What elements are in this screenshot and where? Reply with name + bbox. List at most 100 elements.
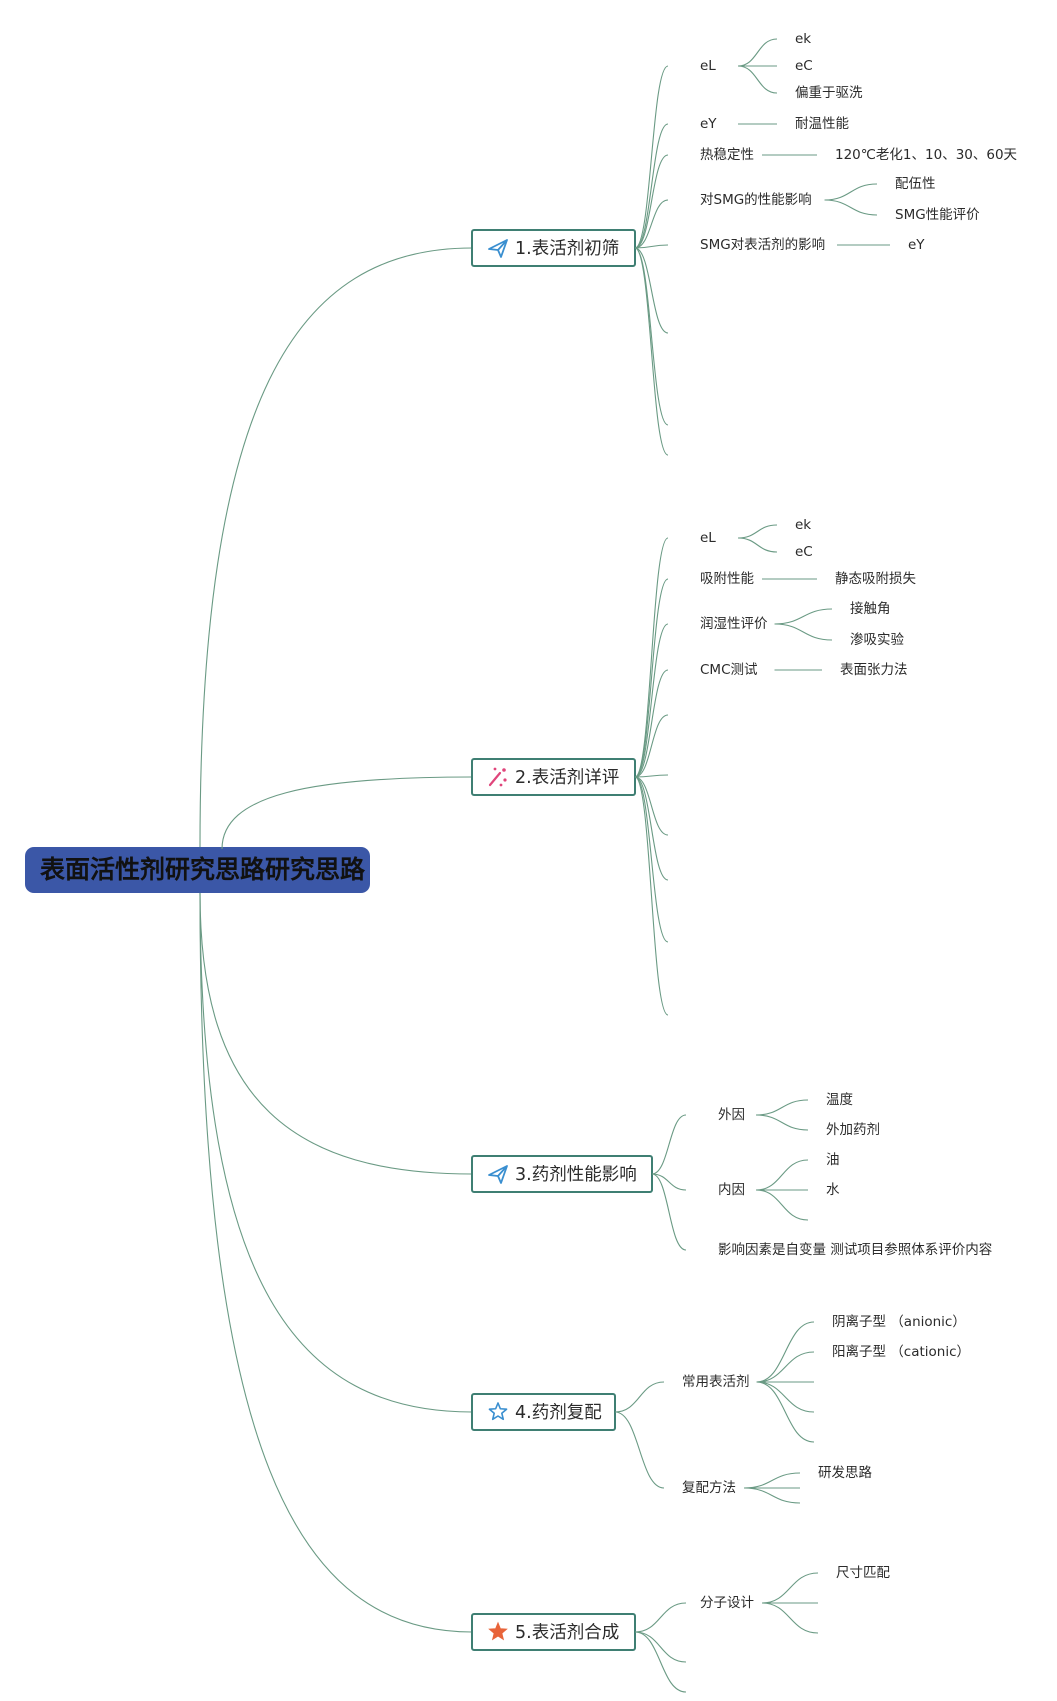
branch-3-label: 3.药剂性能影响	[515, 1165, 637, 1185]
leaf-label: 120℃老化1、10、30、60天	[835, 147, 1018, 163]
branch-2-child-7-edge	[634, 776, 669, 836]
branch-4-child-1-edge	[614, 1381, 665, 1413]
branch-1-child-1-label: eL	[700, 58, 716, 74]
leaf-label: 表面张力法	[840, 662, 908, 678]
branch-1-child-3-label: 热稳定性	[700, 147, 754, 163]
branch-2-child-8-edge	[634, 776, 669, 881]
root-node[interactable]	[25, 847, 370, 893]
branch-2-child-3-edge	[634, 623, 669, 778]
branch-1-child-5-edge	[634, 244, 669, 249]
sparkle-icon	[488, 767, 507, 787]
branch-1-child-1-edge	[634, 65, 669, 249]
star-filled-icon	[488, 1621, 508, 1641]
root-to-branch-5-edge	[199, 892, 473, 1633]
leaf-label: eC	[795, 544, 813, 560]
leaf-label: SMG性能评价	[895, 207, 980, 223]
leaf-connector-edge	[755, 1099, 809, 1116]
branch-2-child-1-edge	[634, 537, 669, 778]
branch-1-label: 1.表活剂初筛	[515, 239, 619, 259]
leaf-connector-edge	[761, 1602, 819, 1634]
leaf-connector-edge	[737, 537, 778, 553]
branch-4-child-1-label: 常用表活剂	[682, 1374, 750, 1390]
leaf-label: 研发思路	[818, 1465, 872, 1481]
leaf-connector-edge	[737, 524, 778, 539]
root-to-branch-4-edge	[199, 892, 473, 1413]
leaf-label: ek	[795, 31, 811, 47]
root-to-branch-2-edge	[221, 776, 473, 850]
branch-3-child-3-label: 影响因素是自变量 测试项目参照体系评价内容	[718, 1241, 992, 1258]
leaf-connector-edge	[743, 1472, 801, 1489]
leaf-label: 外加药剂	[826, 1122, 880, 1138]
branch-2-child-9-edge	[634, 776, 669, 943]
branch-2-child-6-edge	[634, 774, 669, 778]
leaf-label: 阳离子型 （cationic）	[832, 1343, 970, 1360]
leaf-connector-edge	[761, 1572, 819, 1604]
leaf-label: 接触角	[850, 600, 891, 617]
leaf-label: 配伍性	[895, 176, 936, 192]
root-node-label: 表面活性剂研究思路研究思路	[40, 855, 366, 884]
leaf-label: 油	[826, 1152, 840, 1168]
leaf-connector-edge	[755, 1159, 809, 1191]
leaf-label: ek	[795, 517, 811, 533]
paper-plane-icon	[488, 239, 508, 258]
branch-1-child-5-label: SMG对表活剂的影响	[700, 237, 825, 253]
branch-1-child-2-edge	[634, 123, 669, 249]
leaf-connector-edge	[737, 38, 778, 67]
branch-2-child-3-label: 润湿性评价	[700, 616, 768, 632]
branch-1-child-4-edge	[634, 199, 669, 249]
leaf-label: 偏重于驱洗	[795, 85, 863, 101]
leaf-label: eC	[795, 58, 813, 74]
branch-4-label: 4.药剂复配	[515, 1403, 602, 1423]
branch-5-label: 5.表活剂合成	[515, 1623, 619, 1643]
branch-3-child-2-label: 内因	[718, 1182, 745, 1198]
star-outline-icon	[488, 1402, 508, 1421]
leaf-label: 静态吸附损失	[835, 571, 916, 587]
leaf-label: 阴离子型 （anionic）	[832, 1313, 966, 1330]
branch-2-child-1-label: eL	[700, 530, 716, 546]
branch-2-child-2-edge	[634, 578, 669, 778]
branch-1-child-4-label: 对SMG的性能影响	[700, 192, 812, 208]
branch-1-child-8-edge	[634, 247, 669, 456]
branch-1-child-3-edge	[634, 154, 669, 249]
leaf-label: 耐温性能	[795, 116, 849, 132]
branch-3-child-1-label: 外因	[718, 1107, 745, 1123]
leaf-connector-edge	[774, 608, 833, 625]
leaf-label: 水	[826, 1182, 840, 1198]
branch-2-child-4-label: CMC测试	[700, 662, 758, 678]
branch-2-child-2-label: 吸附性能	[700, 571, 754, 587]
branch-5-child-1-edge	[634, 1602, 687, 1633]
leaf-connector-edge	[756, 1351, 815, 1383]
branch-4-child-2-label: 复配方法	[682, 1479, 736, 1496]
leaf-connector-edge	[824, 183, 878, 201]
branch-1-child-2-label: eY	[700, 116, 717, 132]
paper-plane-icon	[488, 1165, 508, 1184]
branch-5-child-2-edge	[634, 1631, 687, 1663]
leaf-label: 渗吸实验	[850, 632, 904, 648]
branch-3-child-3-edge	[651, 1173, 687, 1251]
leaf-label: 尺寸匹配	[836, 1565, 890, 1581]
branch-3-child-1-edge	[651, 1114, 687, 1175]
branch-1-child-6-edge	[634, 247, 669, 334]
leaf-connector-edge	[755, 1114, 809, 1131]
branch-2-label: 2.表活剂详评	[515, 768, 619, 788]
leaf-connector-edge	[774, 623, 833, 641]
leaf-connector-edge	[756, 1381, 815, 1413]
leaf-connector-edge	[756, 1381, 815, 1443]
branch-5-child-3-edge	[634, 1631, 687, 1693]
leaf-connector-edge	[743, 1487, 801, 1504]
leaf-label: 温度	[826, 1092, 853, 1108]
branch-2-child-10-edge	[634, 776, 669, 1016]
leaf-connector-edge	[755, 1189, 809, 1221]
branch-4-child-2-edge	[614, 1411, 665, 1489]
leaf-connector-edge	[824, 199, 878, 216]
branch-1-child-7-edge	[634, 247, 669, 426]
leaf-connector-edge	[737, 65, 778, 94]
leaf-connector-edge	[756, 1321, 815, 1383]
branch-5-child-1-label: 分子设计	[700, 1595, 754, 1611]
root-to-branch-1-edge	[199, 247, 473, 848]
root-to-branch-3-edge	[199, 892, 473, 1175]
branch-2-child-5-edge	[634, 714, 669, 778]
branch-3-child-2-edge	[651, 1173, 687, 1191]
branch-2-child-4-edge	[634, 669, 669, 778]
